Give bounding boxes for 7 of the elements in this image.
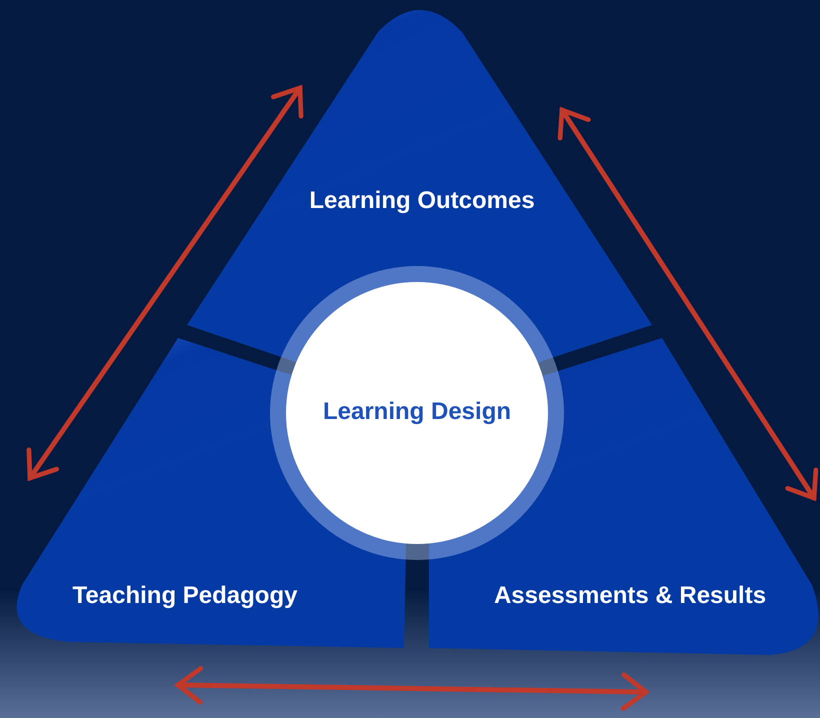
double-arrow (558, 108, 818, 500)
segment-label: Learning Outcomes (309, 187, 535, 215)
double-arrow (176, 666, 648, 711)
segment-label: Teaching Pedagogy (72, 582, 298, 610)
segment-label: Assessments & Results (494, 582, 766, 610)
double-arrow (26, 86, 304, 480)
circle-label: Learning Design (322, 398, 512, 426)
